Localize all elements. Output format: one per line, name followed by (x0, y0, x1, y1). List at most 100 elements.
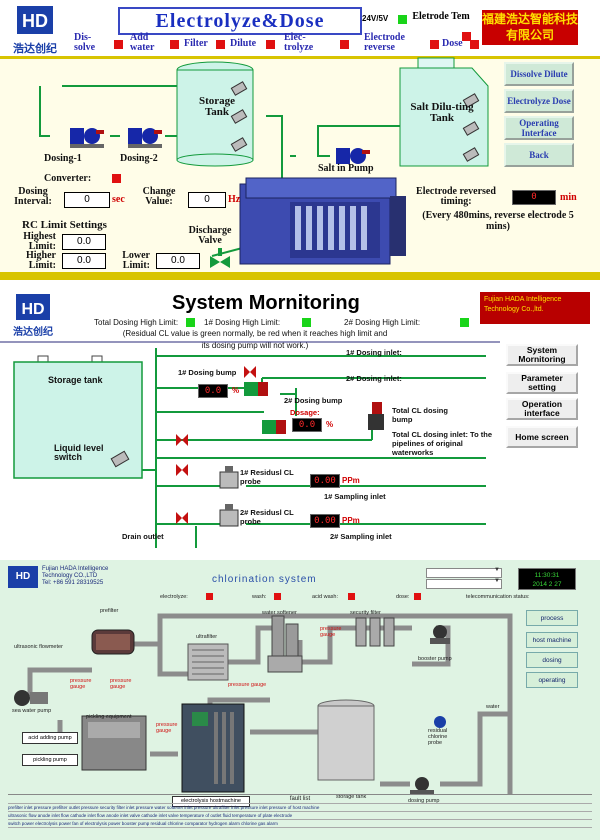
converter-label: Converter: (44, 173, 92, 184)
pickling-equipment-label: pickling equipment (86, 714, 132, 720)
home-screen-button[interactable]: Home screen (506, 426, 578, 448)
voltage-label: 24V/5V (362, 14, 389, 23)
water-softener-shape (267, 615, 303, 673)
status-dilute: Dilute (230, 38, 257, 49)
dosing-bump1-display: 0.0 (198, 384, 228, 398)
company-line2: Technology CO.,LTD (42, 573, 98, 579)
electrode-timing-display: 0 (512, 190, 556, 205)
salt-pump-label: Salt in Pump (318, 163, 374, 174)
dosing-pump-2-shape (262, 420, 286, 434)
sampling2-label: 2# Sampling inlet (330, 532, 392, 541)
company-line1: Fujian HADA Intelligence (42, 566, 109, 572)
discharge-valve-label: Discharge Valve (188, 225, 232, 246)
clock-time: 11:30:31 (534, 572, 560, 579)
dissolve-dilute-button[interactable]: Dissolve Dilute (504, 62, 574, 86)
highest-limit-label: Highest Limit: (23, 231, 56, 252)
dose2-high-label: 2# Dosing High Limit: (344, 318, 421, 327)
company-name: Fujian HADA Intelligence Technology Co.,… (480, 292, 590, 324)
dropdown-2[interactable]: ▼ (426, 578, 502, 589)
water-softener-label: water softener (262, 610, 297, 616)
dosing2-label: Dosing-2 (120, 153, 158, 164)
parameter-setting-button[interactable]: Parameter setting (506, 372, 578, 394)
change-value-input[interactable]: 0 (188, 192, 226, 208)
probe-label: residual chlorine probe (428, 728, 448, 746)
min-unit: min (560, 192, 577, 203)
probe1-display: 0.00 (310, 474, 340, 488)
pressure-gauge-label-5: pressure gauge (156, 722, 178, 734)
panel-chlorination-system: HD Fujian HADA Intelligence Technology C… (0, 560, 600, 840)
ppm2-unit: PPm (342, 516, 360, 525)
dropdown-1[interactable]: ▼ (426, 567, 502, 578)
logo-text: 浩达创纪 (13, 327, 53, 338)
total-inlet-label: Total CL dosing inlet: To the pipelines … (392, 430, 492, 457)
dosing-bump2-display: 0.0 (292, 418, 322, 432)
process-button[interactable]: process (526, 610, 578, 626)
dose2-high-indicator (460, 318, 469, 327)
pct2-unit: % (326, 420, 334, 429)
voltage-indicator (398, 15, 407, 24)
chevron-down-icon: ▼ (494, 567, 500, 573)
every-note: (Every 480mins, reverse electrode 5 mins… (422, 210, 574, 232)
dosing-interval-label: Dosing Interval: (14, 186, 52, 207)
lower-limit-input[interactable]: 0.0 (156, 253, 200, 269)
prefilter-shape (91, 629, 135, 655)
electrolysis-host-label: electrolysis hostmachine (172, 796, 250, 807)
status-dilute-indicator (266, 40, 275, 49)
pct1-unit: % (232, 386, 240, 395)
ppm1-unit: PPm (342, 476, 360, 485)
pickling-equipment-shape (81, 715, 147, 771)
dosing1-label: Dosing-1 (44, 153, 82, 164)
water-label: water (486, 704, 500, 710)
status-acid-wash: acid wash: (312, 594, 338, 600)
status-dose: dose: (396, 594, 410, 600)
total-dosing-pump-shape (368, 402, 384, 430)
sea-water-pump-label: sea water pump (12, 708, 52, 714)
total-bump-label: Total CL dosing bump (392, 406, 448, 424)
probe-1-shape (219, 466, 239, 489)
host-machine-button[interactable]: host machine (526, 632, 578, 648)
status-dose: Dose (442, 38, 463, 49)
status-electrode-reverse: Electrode reverse (364, 32, 405, 53)
ultrafilter-label: ultrafilter (196, 634, 218, 640)
booster-pump-shape (430, 625, 450, 644)
electrolysis-host-shape (181, 703, 245, 793)
system-monitoring-button[interactable]: System Mornitoring (506, 344, 578, 366)
operating-button[interactable]: operating (526, 672, 578, 688)
pressure-gauge-label-3: pressure gauge (228, 682, 267, 688)
dosing-button[interactable]: dosing (526, 652, 578, 668)
page-title: System Mornitoring (172, 292, 360, 314)
rc-limit-title: RC Limit Settings (22, 219, 107, 231)
salt-tank-shape (399, 57, 489, 167)
company-tel: Tel: +86 591 28319525 (42, 580, 104, 586)
status-electrolyze: electrolyze: (160, 594, 188, 600)
dosing-bump1-label: 1# Dosing bump (178, 368, 237, 377)
highest-limit-input[interactable]: 0.0 (62, 234, 106, 250)
operation-interface-button[interactable]: Operation interface (506, 398, 578, 420)
status-dissolve: Dis-solve (74, 32, 96, 53)
page-title: Electrolyze&Dose (155, 10, 325, 32)
fault-row-3: switch power electrolysis power fan of e… (8, 819, 592, 828)
pressure-gauge-label-2: pressure gauge (110, 678, 132, 690)
discharge-valve-shape (210, 248, 230, 268)
dosing-interval-input[interactable]: 0 (64, 192, 110, 208)
dosing-pump-shape (410, 777, 434, 794)
security-filter-label: security filter (350, 610, 381, 616)
electrolyze-dose-button[interactable]: Electrolyze Dose (504, 89, 574, 113)
converter-indicator (112, 174, 121, 183)
security-filter-shape (355, 617, 395, 647)
svg-text:HD: HD (21, 301, 44, 318)
salt-pump-shape (336, 148, 370, 164)
residual-probe-shape (434, 716, 446, 728)
higher-limit-input[interactable]: 0.0 (62, 253, 106, 269)
dose1-high-label: 1# Dosing High Limit: (204, 318, 281, 327)
company-logo: HD 浩达创纪 (3, 4, 67, 55)
status-add-water-indicator (170, 40, 179, 49)
fault-list: fault list prefilter inlet pressure pref… (8, 794, 592, 837)
back-button[interactable]: Back (504, 143, 574, 167)
dosing-pump-1-shape (70, 128, 104, 148)
operating-interface-button[interactable]: Operating Interface (504, 116, 574, 140)
status-electrolyze-indicator (206, 593, 213, 600)
ultrafilter-shape (187, 643, 229, 681)
status-electrode-reverse-indicator (430, 40, 439, 49)
probe2-label: 2# Residusl CL probe (240, 508, 294, 526)
